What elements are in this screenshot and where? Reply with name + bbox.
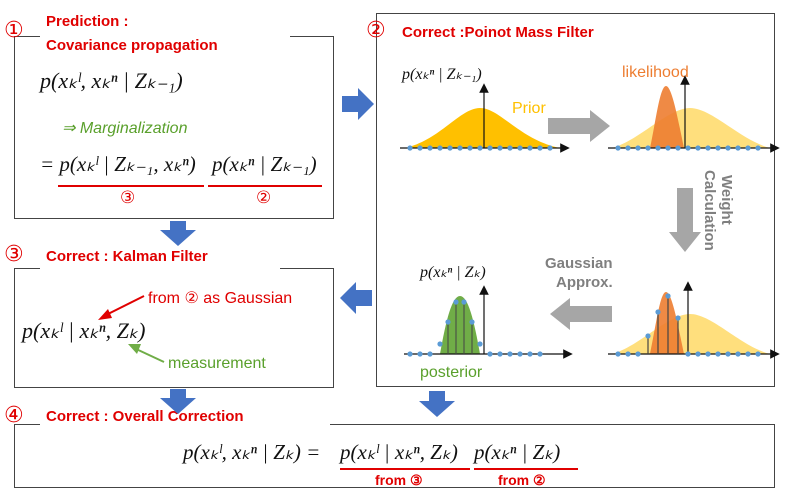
prediction-underline-a	[58, 185, 204, 187]
prediction-box	[14, 36, 334, 219]
prediction-ref-3: ③	[120, 188, 136, 208]
prediction-title-line1: Prediction :	[46, 13, 129, 30]
plot-posterior	[404, 285, 573, 359]
prior-label: Prior	[512, 100, 546, 117]
prediction-underline-b	[208, 185, 322, 187]
prediction-ref-2: ②	[256, 188, 272, 208]
arrow-from-gaussian	[98, 295, 145, 320]
overall-box	[14, 424, 775, 488]
arrow-prior-to-likelihood	[548, 110, 610, 142]
measurement-label: measurement	[168, 355, 266, 372]
arrow-pmf-to-kalman	[340, 282, 372, 314]
overall-from-3: from ③	[375, 472, 423, 488]
overall-term-a: p(xₖˡ | xₖⁿ, Zₖ)	[340, 440, 458, 464]
plot-weighted-points	[608, 281, 780, 359]
prior-formula: p(xₖⁿ | Zₖ₋₁)	[402, 66, 482, 83]
prediction-number: ①	[4, 18, 24, 43]
arrow-weight-calculation	[669, 188, 701, 252]
posterior-formula: p(xₖⁿ | Zₖ)	[420, 264, 486, 281]
arrow-pmf-to-overall	[419, 391, 455, 417]
marginalization-label: ⇒ Marginalization	[62, 120, 188, 137]
kalman-box	[14, 268, 334, 388]
overall-title: Correct : Overall Correction	[46, 408, 244, 425]
overall-number: ④	[4, 403, 24, 428]
gaussian-approx-label-line1: Gaussian	[545, 255, 613, 272]
arrow-prediction-to-pmf	[342, 88, 374, 120]
pmf-number: ②	[366, 18, 386, 43]
prediction-cond-linear-formula: = p(xₖˡ | Zₖ₋₁, xₖⁿ)	[40, 152, 196, 176]
kalman-formula: p(xₖˡ | xₖⁿ, Zₖ)	[22, 318, 146, 343]
kalman-number: ③	[4, 242, 24, 267]
gaussian-approx-label-line2: Approx.	[556, 274, 613, 291]
arrow-kalman-to-overall	[160, 389, 196, 414]
overall-lhs-formula: p(xₖˡ, xₖⁿ | Zₖ) =	[183, 440, 321, 464]
prediction-cond-nonlinear-formula: p(xₖⁿ | Zₖ₋₁)	[212, 152, 317, 176]
overall-underline-a	[340, 468, 470, 470]
pmf-title: Correct :Poinot Mass Filter	[402, 24, 594, 41]
arrow-prediction-to-kalman	[160, 221, 196, 246]
overall-from-2: from ②	[498, 472, 546, 488]
overall-underline-b	[474, 468, 578, 470]
likelihood-label: likelihood	[622, 64, 689, 81]
arrow-measurement	[128, 344, 165, 363]
prediction-title-bg	[40, 14, 290, 58]
posterior-label: posterior	[420, 364, 483, 381]
arrow-gaussian-approx	[550, 298, 612, 330]
plot-likelihood	[608, 75, 780, 153]
from-gaussian-label: from ② as Gaussian	[148, 290, 293, 307]
pmf-title-bg	[390, 18, 680, 48]
prediction-joint-formula: p(xₖˡ, xₖⁿ | Zₖ₋₁)	[40, 68, 183, 93]
prediction-title-line2: Covariance propagation	[46, 37, 218, 54]
plot-prior	[400, 83, 570, 153]
overall-term-b: p(xₖⁿ | Zₖ)	[474, 440, 561, 464]
kalman-title: Correct : Kalman Filter	[46, 248, 208, 265]
kalman-title-bg	[40, 245, 280, 275]
